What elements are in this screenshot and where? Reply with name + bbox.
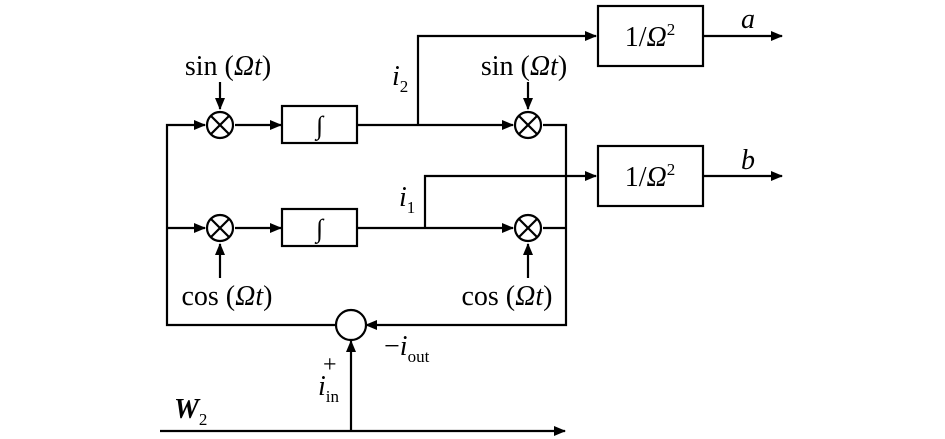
gain-block-a-label: 1/Ω2 [625, 20, 676, 53]
label-output-a: a [741, 4, 755, 35]
multiplier-lower-right [513, 213, 543, 243]
multiplier-upper-left [205, 110, 235, 140]
gain-block-a [596, 4, 705, 68]
label-cos-bottom-right: cos (Ωt) [461, 281, 552, 312]
label-sin-top-left: sin (Ωt) [185, 51, 271, 82]
label-i1: i1 [399, 182, 415, 217]
gain-block-b [596, 144, 705, 208]
label-i2: i2 [392, 61, 408, 96]
multiplier-upper-right [513, 110, 543, 140]
integrator-lower-symbol: ∫ [314, 214, 325, 244]
label-w2: W2 [174, 394, 207, 429]
multiplier-lower-left [205, 213, 235, 243]
label-minus-iout: −iout [384, 331, 430, 366]
summing-junction [334, 308, 368, 342]
wire-left-bus [165, 120, 351, 327]
wire-i2-to-gain-a [416, 31, 597, 125]
gain-block-b-label: 1/Ω2 [625, 160, 676, 193]
integrator-upper-symbol: ∫ [314, 111, 325, 141]
integrator-upper [280, 104, 359, 145]
label-sin-top-right: sin (Ωt) [481, 51, 567, 82]
label-plus-sign: + [323, 352, 337, 378]
label-output-b: b [741, 145, 755, 176]
wire-right-bus [365, 123, 568, 330]
wire-i1-to-gain-b [423, 171, 597, 228]
label-iin: iin [318, 371, 340, 406]
integrator-lower [280, 207, 359, 248]
label-cos-bottom-left: cos (Ωt) [181, 281, 272, 312]
